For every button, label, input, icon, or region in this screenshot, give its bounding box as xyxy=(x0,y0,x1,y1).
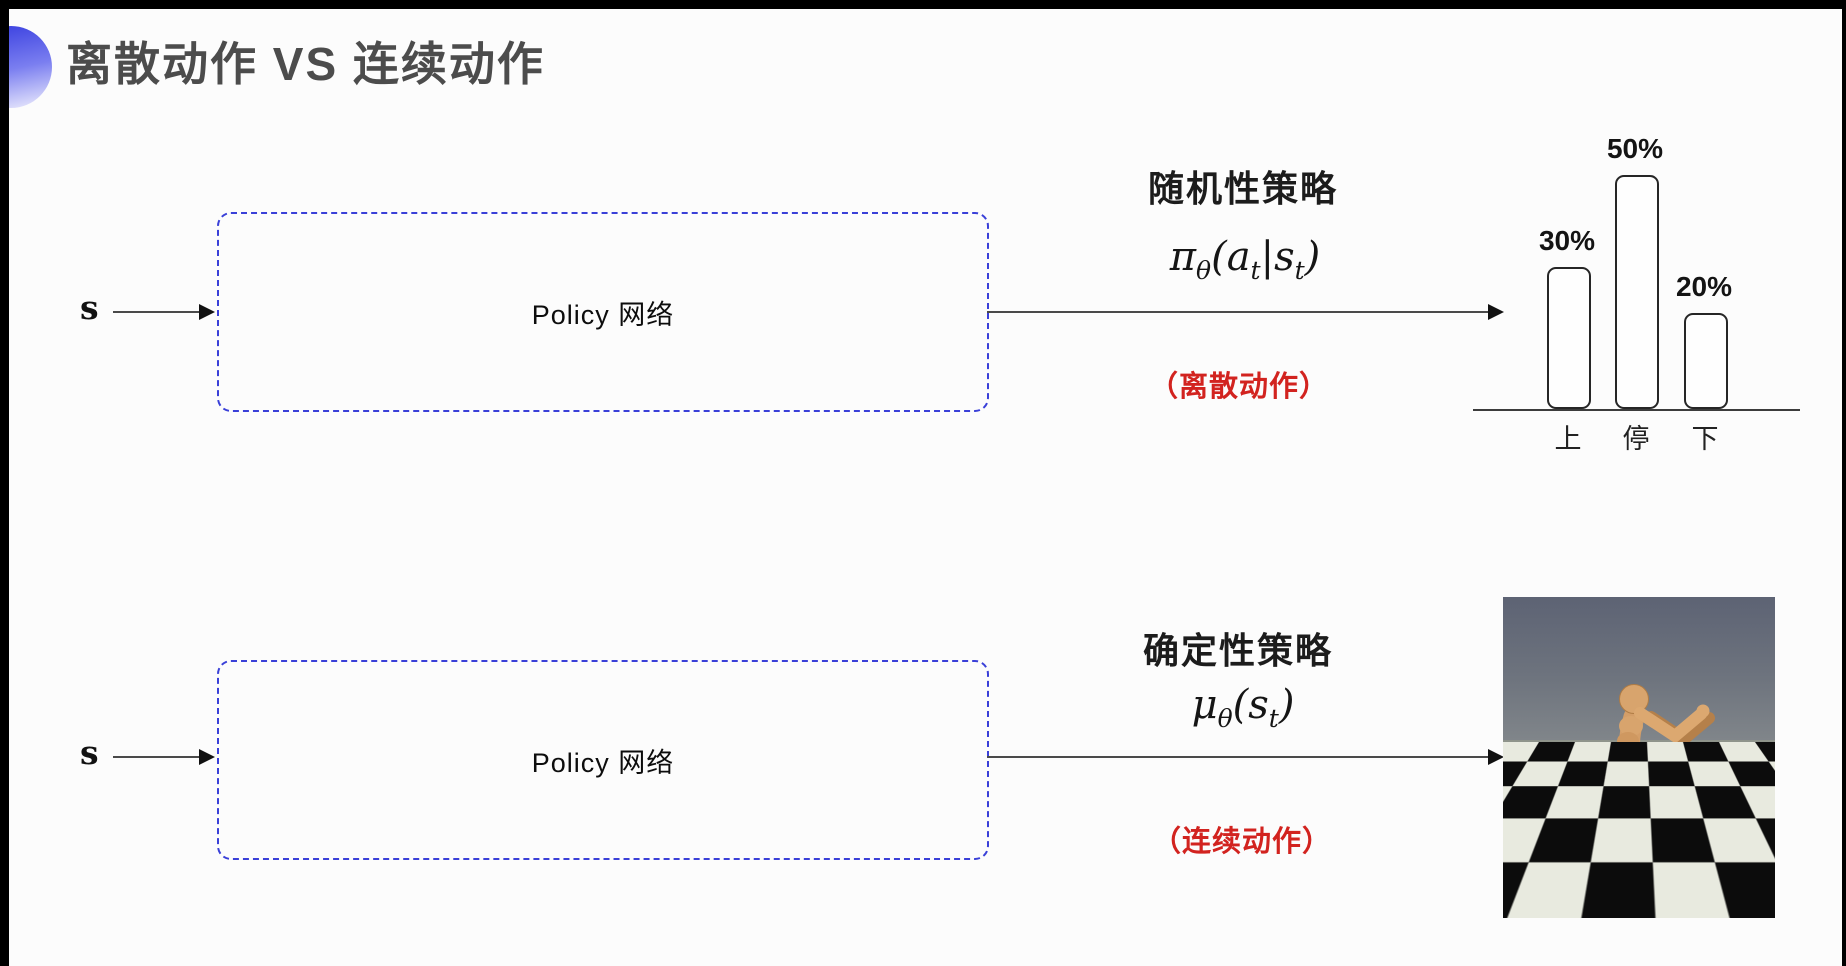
arrow-state-to-policy-bottom xyxy=(113,756,199,758)
action-probability-chart: 30% 50% 20% 上 停 下 xyxy=(1473,100,1800,454)
formula-symbol: μ xyxy=(1191,682,1218,728)
formula-symbol-sub: θ xyxy=(1196,256,1212,285)
formula-close-paren: ) xyxy=(1304,234,1321,280)
bar-stop xyxy=(1615,175,1659,409)
category-label-down: 下 xyxy=(1691,424,1719,454)
policy-network-label: Policy 网络 xyxy=(531,747,675,778)
page-title: 离散动作 VS 连续动作 xyxy=(66,38,545,90)
bar-up xyxy=(1547,267,1591,409)
stochastic-policy-title: 随机性策略 xyxy=(1147,168,1338,209)
bar-value-label: 50% xyxy=(1606,133,1664,164)
formula-arg1-sub: t xyxy=(1268,704,1279,733)
formula-arg1: s xyxy=(1248,682,1269,728)
arrow-state-to-policy-top xyxy=(113,311,199,313)
formula-close-paren: ) xyxy=(1278,682,1295,728)
formula-arg2: s xyxy=(1274,234,1295,280)
arrowhead-icon xyxy=(1488,304,1504,320)
formula-arg2-sub: t xyxy=(1294,256,1305,285)
state-input-label-top: s xyxy=(80,288,99,327)
bar-down xyxy=(1684,313,1728,409)
formula-open-paren: ( xyxy=(1211,234,1227,280)
formula-arg1: a xyxy=(1226,234,1251,280)
formula-arg1-sub: t xyxy=(1250,256,1261,285)
window-frame-right xyxy=(1842,0,1846,966)
bar-value-label: 30% xyxy=(1538,225,1596,256)
arrowhead-icon xyxy=(1488,749,1504,765)
formula-symbol-sub: θ xyxy=(1217,704,1233,733)
state-input-label-bottom: s xyxy=(80,733,99,772)
discrete-action-note: （离散动作） xyxy=(1148,371,1329,403)
policy-network-box-top: Policy 网络 xyxy=(217,212,989,412)
policy-network-label: Policy 网络 xyxy=(531,299,675,330)
formula-separator: | xyxy=(1260,234,1275,280)
mujoco-humanoid-image xyxy=(1503,597,1775,918)
formula-symbol: π xyxy=(1169,234,1197,280)
humanoid-figure xyxy=(1585,684,1715,910)
category-label-stop: 停 xyxy=(1622,424,1650,454)
deterministic-policy-formula: μθ(st) xyxy=(1033,682,1453,733)
window-frame-left xyxy=(0,0,9,966)
chart-baseline xyxy=(1473,409,1800,411)
category-label-up: 上 xyxy=(1554,424,1582,454)
deterministic-policy-title: 确定性策略 xyxy=(1142,630,1333,671)
continuous-action-note: （连续动作） xyxy=(1151,826,1332,858)
arrow-policy-to-output-top xyxy=(987,311,1488,313)
arrowhead-icon xyxy=(199,304,215,320)
window-frame-top xyxy=(0,0,1846,9)
formula-open-paren: ( xyxy=(1232,682,1249,728)
arrowhead-icon xyxy=(199,749,215,765)
arrow-policy-to-output-bottom xyxy=(987,756,1488,758)
policy-network-box-bottom: Policy 网络 xyxy=(217,660,989,860)
stochastic-policy-formula: πθ(at|st) xyxy=(1035,234,1455,285)
bar-value-label: 20% xyxy=(1675,271,1733,302)
